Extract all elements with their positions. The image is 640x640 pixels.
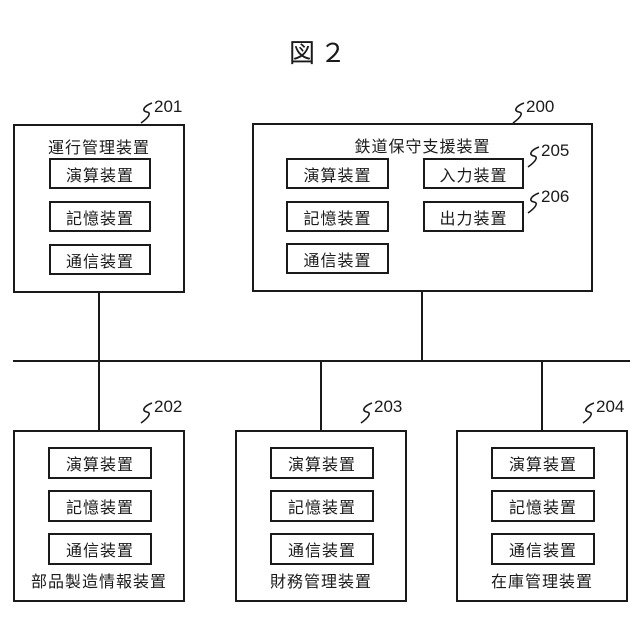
leader-squiggle-icon xyxy=(527,192,540,214)
figure-title: 図２ xyxy=(288,38,351,68)
component-box-compute: 演算装置 xyxy=(49,158,151,189)
device-box-parts-manufacturing-info: 演算装置 記憶装置 通信装置 部品製造情報装置 xyxy=(13,430,185,602)
leader-squiggle-icon xyxy=(360,402,373,424)
device-title: 部品製造情報装置 xyxy=(30,574,167,591)
device-box-operation-management: 運行管理装置 演算装置 記憶装置 通信装置 xyxy=(13,124,185,293)
leader-squiggle-icon xyxy=(140,102,153,124)
ref-number: 201 xyxy=(154,97,183,116)
device-box-financial-management: 演算装置 記憶装置 通信装置 財務管理装置 xyxy=(235,430,407,602)
ref-label-205: 205 xyxy=(526,141,569,168)
component-box-comm: 通信装置 xyxy=(270,533,374,565)
ref-number: 200 xyxy=(526,97,555,116)
component-box-compute: 演算装置 xyxy=(270,447,374,479)
ref-label-206: 206 xyxy=(526,187,569,214)
component-box-storage: 記憶装置 xyxy=(49,201,151,232)
component-box-comm: 通信装置 xyxy=(491,533,595,565)
leader-squiggle-icon xyxy=(140,402,153,424)
leader-squiggle-icon xyxy=(527,146,540,168)
ref-number: 205 xyxy=(541,141,570,160)
component-box-comm: 通信装置 xyxy=(48,533,152,565)
ref-number: 206 xyxy=(541,187,570,206)
ref-number: 203 xyxy=(374,397,403,416)
component-box-input: 入力装置 xyxy=(423,158,524,189)
ref-label-201: 201 xyxy=(139,97,182,124)
device-title: 鉄道保守支援装置 xyxy=(354,139,491,156)
component-box-compute: 演算装置 xyxy=(48,447,152,479)
ref-label-202: 202 xyxy=(139,397,182,424)
component-box-comm: 通信装置 xyxy=(286,243,389,274)
component-box-compute: 演算装置 xyxy=(286,158,389,189)
component-box-compute: 演算装置 xyxy=(491,447,595,479)
component-box-comm: 通信装置 xyxy=(49,244,151,275)
component-box-storage: 記憶装置 xyxy=(286,201,389,232)
device-box-inventory-management: 演算装置 記憶装置 通信装置 在庫管理装置 xyxy=(456,430,628,602)
ref-number: 202 xyxy=(154,397,183,416)
component-box-storage: 記憶装置 xyxy=(48,490,152,522)
ref-label-200: 200 xyxy=(511,97,554,124)
ref-number: 204 xyxy=(596,397,625,416)
component-box-output: 出力装置 xyxy=(423,201,524,232)
device-box-railway-maintenance-support: 鉄道保守支援装置 演算装置 記憶装置 通信装置 入力装置 出力装置 xyxy=(252,123,593,292)
device-title: 在庫管理装置 xyxy=(490,574,593,591)
ref-label-203: 203 xyxy=(359,397,402,424)
leader-squiggle-icon xyxy=(512,102,525,124)
device-title: 財務管理装置 xyxy=(269,574,372,591)
device-title: 運行管理装置 xyxy=(47,140,150,157)
leader-squiggle-icon xyxy=(582,402,595,424)
component-box-storage: 記憶装置 xyxy=(491,490,595,522)
ref-label-204: 204 xyxy=(581,397,624,424)
component-box-storage: 記憶装置 xyxy=(270,490,374,522)
